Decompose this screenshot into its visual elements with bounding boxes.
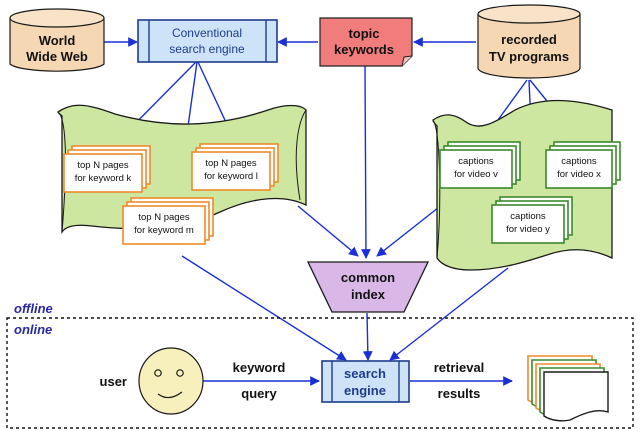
- retrieval-results-line2: results: [438, 386, 481, 401]
- captions-stack-x: captions for video x: [545, 141, 621, 189]
- pages-stack-l: top N pages for keyword l: [191, 143, 279, 191]
- conventional-engine-line1: Conventional: [172, 26, 242, 40]
- common-index-line2: index: [351, 287, 386, 302]
- pages-stack-k: top N pages for keyword k: [63, 145, 151, 193]
- pages-k-line1: top N pages: [77, 160, 128, 171]
- www-label-line2: Wide Web: [26, 49, 88, 64]
- captions-y-line1: captions: [510, 211, 546, 222]
- www-cylinder: World Wide Web: [9, 8, 105, 72]
- online-region: [6, 317, 634, 429]
- captions-y-line2: for video y: [506, 224, 550, 235]
- conventional-engine-line2: search engine: [169, 42, 245, 56]
- common-index-line1: common: [341, 270, 395, 285]
- search-engine-line2: engine: [344, 383, 386, 398]
- user-face-icon: [138, 347, 204, 415]
- online-label: online: [14, 322, 52, 337]
- tv-programs-cylinder: recorded TV programs: [477, 4, 581, 79]
- tv-programs-line2: TV programs: [489, 49, 569, 64]
- search-engine: search engine: [321, 360, 410, 403]
- pages-k-line2: for keyword k: [75, 173, 132, 184]
- common-index: common index: [306, 261, 430, 313]
- pages-m-line1: top N pages: [138, 212, 189, 223]
- conventional-search-engine: Conventional search engine: [137, 19, 278, 63]
- topic-keywords-line2: keywords: [334, 42, 394, 57]
- offline-label: offline: [14, 301, 53, 316]
- arrow-web-docs-to-index: [297, 205, 359, 257]
- retrieval-results-line1: retrieval: [434, 360, 485, 375]
- topic-keywords-line1: topic: [348, 26, 379, 41]
- tv-programs-line1: recorded: [501, 32, 557, 47]
- pages-l-line1: top N pages: [205, 158, 256, 169]
- www-label-line1: World: [39, 33, 76, 48]
- search-engine-line1: search: [344, 366, 386, 381]
- arrow-web-docs-to-search: [181, 255, 347, 361]
- web-pages-scroll: [57, 104, 307, 235]
- arrow-keywords-to-index: [361, 65, 371, 259]
- captions-x-line2: for video x: [557, 169, 601, 180]
- results-document-stack: [527, 355, 609, 422]
- arrow-captions-to-search: [389, 267, 509, 361]
- topic-keywords-note: topic keywords: [319, 17, 413, 67]
- arrow-captions-to-index: [376, 199, 449, 257]
- pages-m-line2: for keyword m: [134, 225, 194, 236]
- captions-stack-y: captions for video y: [491, 196, 573, 244]
- arrow-index-to-search: [362, 312, 373, 361]
- keyword-query-line1: keyword: [233, 360, 286, 375]
- captions-v-line2: for video v: [454, 169, 498, 180]
- captions-stack-v: captions for video v: [439, 141, 521, 189]
- captions-v-line1: captions: [458, 156, 494, 167]
- keyword-query-line2: query: [241, 386, 277, 401]
- pages-stack-m: top N pages for keyword m: [122, 197, 214, 245]
- captions-x-line1: captions: [561, 156, 597, 167]
- pages-l-line2: for keyword l: [204, 171, 258, 182]
- user-label: user: [100, 374, 127, 389]
